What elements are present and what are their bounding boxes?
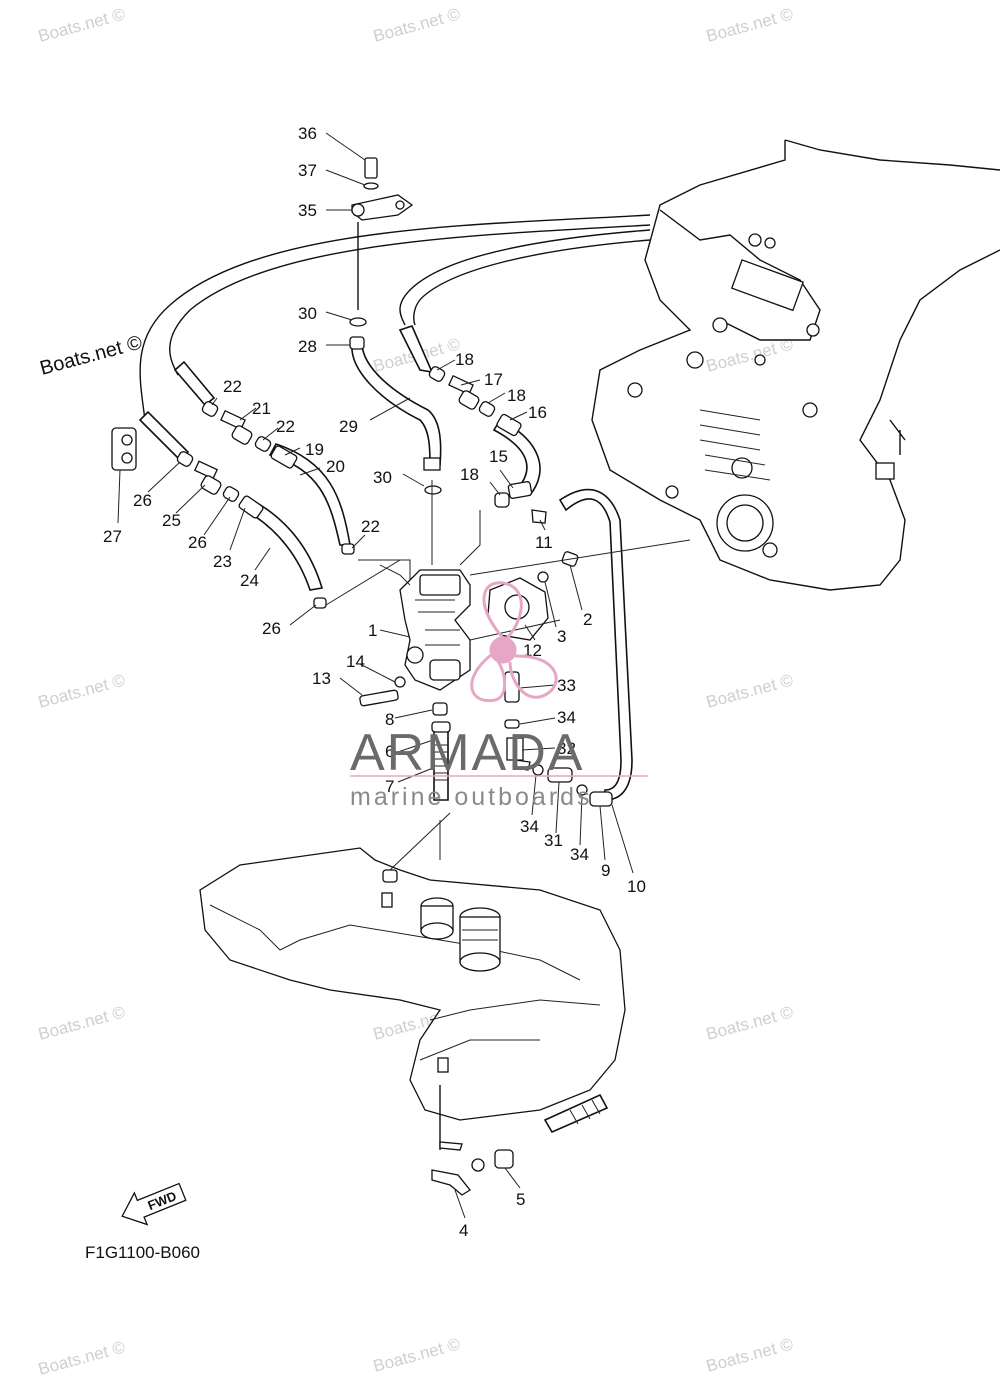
part-label: 27: [103, 527, 122, 546]
part-label: 32: [557, 739, 576, 758]
part-label: 10: [627, 877, 646, 896]
part-label: 8: [385, 710, 394, 729]
part-label: 28: [298, 337, 317, 356]
part-labels: 1 2 3 4 5 6 7 8 9 10 11 12 13 14 15 16 1…: [103, 124, 646, 1240]
part-label: 30: [373, 468, 392, 487]
part-label: 22: [361, 517, 380, 536]
part-label: 11: [535, 533, 553, 552]
leader-lines: [117, 132, 634, 1219]
part-label: 24: [240, 571, 259, 590]
part-label: 26: [188, 533, 207, 552]
part-label: 13: [312, 669, 331, 688]
part-label: 35: [298, 201, 317, 220]
part-label: 30: [298, 304, 317, 323]
part-label: 3: [557, 627, 566, 646]
part-label: 20: [326, 457, 345, 476]
part-label: 26: [262, 619, 281, 638]
part-label: 31: [544, 831, 563, 850]
fuel-tank: [199, 847, 626, 1196]
part-label: 29: [339, 417, 358, 436]
part-label: 26: [133, 491, 152, 510]
watermark-text: Boats.net ©: [36, 670, 127, 712]
part-label: 19: [305, 440, 324, 459]
part-label: 16: [528, 403, 547, 422]
brand-watermark: ARMADA marine outboards: [350, 581, 648, 811]
part-label: 25: [162, 511, 181, 530]
hose-fittings: [176, 336, 533, 609]
part-label: 15: [489, 447, 508, 466]
part-label: 18: [460, 465, 479, 484]
gasket-and-fittings: [487, 509, 579, 641]
hose-runs: [139, 214, 651, 421]
watermark-text: Boats.net ©: [371, 4, 462, 46]
part-label: 2: [583, 610, 592, 629]
watermark-text: Boats.net ©: [36, 1337, 127, 1379]
engine-block: [591, 139, 1000, 591]
part-label: 7: [385, 777, 394, 796]
watermark-text: Boats.net ©: [371, 1334, 462, 1376]
brand-subtitle: marine outboards: [350, 783, 593, 811]
part-label: 14: [346, 652, 365, 671]
brand-title: ARMADA: [350, 724, 584, 782]
part-label: 36: [298, 124, 317, 143]
part-label: 34: [570, 845, 589, 864]
fwd-arrow: FWD: [121, 1182, 187, 1226]
part-label: 6: [385, 742, 394, 761]
part-label: 33: [557, 676, 576, 695]
check-valve-group: [504, 671, 613, 807]
watermark-text: Boats.net ©: [36, 4, 127, 46]
part-label: 37: [298, 161, 317, 180]
part-label: 5: [516, 1190, 525, 1209]
part-label: 23: [213, 552, 232, 571]
part-label: 1: [368, 621, 377, 640]
part-label: 4: [459, 1221, 468, 1240]
watermark-layer: Boats.net © Boats.net © Boats.net © Boat…: [36, 4, 795, 1379]
part-label: 22: [223, 377, 242, 396]
propeller-logo: [470, 581, 558, 703]
diagram-code: F1G1100-B060: [85, 1243, 200, 1262]
watermark-text: Boats.net ©: [36, 1002, 127, 1044]
part-label: 22: [276, 417, 295, 436]
hose-clip: [111, 427, 137, 471]
watermark-text-dark: Boats.net ©: [38, 331, 145, 379]
watermark-text: Boats.net ©: [704, 1002, 795, 1044]
part-label: 9: [601, 861, 610, 880]
part-label: 18: [507, 386, 526, 405]
part-label: 18: [455, 350, 474, 369]
part-label: 34: [557, 708, 576, 727]
part-label: 34: [520, 817, 539, 836]
watermark-text: Boats.net ©: [704, 4, 795, 46]
fuel-pump: [359, 569, 471, 801]
watermark-text: Boats.net ©: [704, 1334, 795, 1376]
top-bracket: [349, 157, 442, 495]
part-label: 21: [252, 399, 271, 418]
watermark-text: Boats.net ©: [704, 670, 795, 712]
part-label: 17: [484, 370, 503, 389]
